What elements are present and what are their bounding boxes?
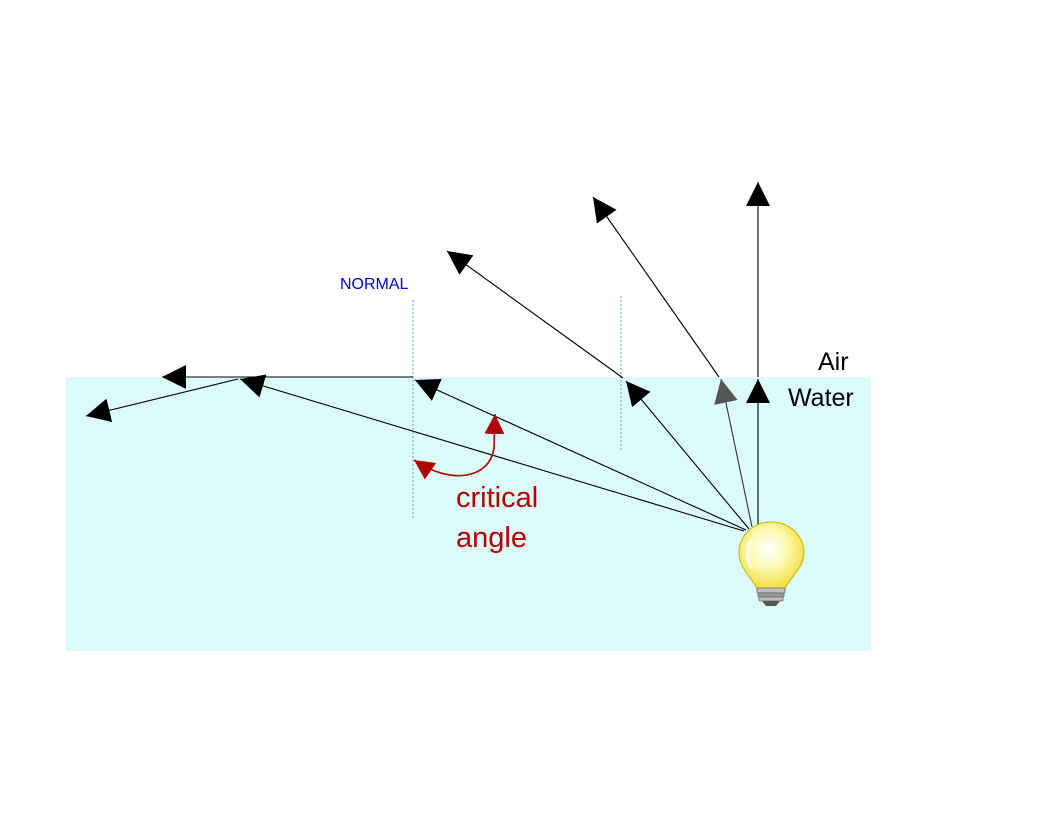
ray-critical-underwater bbox=[414, 378, 747, 531]
ray-reflected-water bbox=[85, 378, 239, 422]
normal-label: NORMAL bbox=[340, 276, 409, 293]
ray-steep-underwater bbox=[714, 378, 753, 528]
ray-medium-underwater bbox=[625, 380, 750, 530]
light-bulb-icon bbox=[738, 521, 805, 606]
critical-angle-arc bbox=[413, 447, 495, 480]
water-label: Water bbox=[788, 384, 854, 412]
outgoing-rays bbox=[85, 182, 770, 422]
critical-angle-arc-start bbox=[484, 413, 505, 449]
ray-medium-air bbox=[446, 250, 624, 379]
air-label: Air bbox=[818, 348, 849, 376]
critical-angle-label-line2: angle bbox=[456, 522, 527, 554]
water-region bbox=[66, 377, 871, 651]
ray-steep-air bbox=[592, 196, 720, 378]
critical-angle-label-line1: critical bbox=[456, 482, 539, 514]
